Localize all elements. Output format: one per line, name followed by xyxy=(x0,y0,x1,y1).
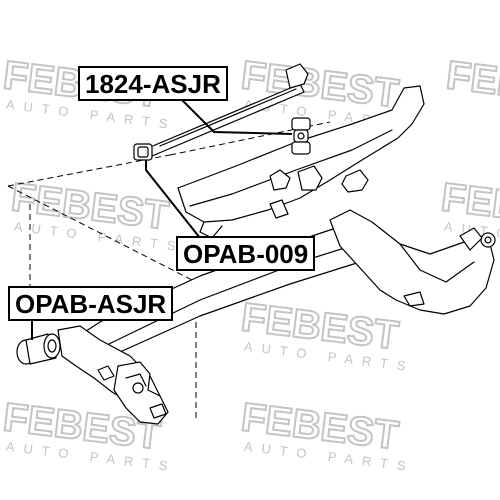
part-label-1824-asjr: 1824-ASJR xyxy=(78,66,228,101)
leader-line-opab-009 xyxy=(145,160,201,239)
left-knuckle-detail xyxy=(97,365,115,381)
upper-bracket xyxy=(285,63,309,89)
part-label-opab-009: OPAB-009 xyxy=(176,236,316,271)
left-hub xyxy=(132,382,144,394)
dashed-guide-line xyxy=(169,121,331,156)
subframe-mount xyxy=(341,169,369,193)
bushing-1824-asjr xyxy=(291,117,311,155)
watermark-febest-logo: FEBEST AUTO PARTS xyxy=(8,174,185,254)
lateral-link-rod-detail xyxy=(159,88,297,147)
watermark-febest-logo: FEBEST AUTO PARTS xyxy=(238,394,415,474)
subframe-mount xyxy=(269,169,291,191)
subframe-bracket xyxy=(269,199,289,219)
dashed-guide-line xyxy=(7,185,197,283)
leader-line-1824-asjr xyxy=(179,97,293,135)
left-knuckle-detail xyxy=(149,403,167,419)
bushing-opab-asjr xyxy=(16,333,61,365)
subframe-crossmember-edge xyxy=(199,221,223,239)
right-hub-inner xyxy=(484,236,492,244)
right-trailing-arm xyxy=(329,209,495,315)
torsion-beam-edge xyxy=(83,239,371,357)
watermark-febest-logo: FEBEST AUTO PARTS xyxy=(238,294,415,374)
right-trailing-arm-edge xyxy=(399,243,475,283)
left-knuckle-edge xyxy=(125,373,147,387)
bushing-opab-009 xyxy=(133,143,153,161)
right-trailing-arm-detail xyxy=(459,227,483,251)
rear-suspension-drawing xyxy=(16,63,496,425)
dashed-guide-line xyxy=(7,154,171,187)
svg-text:FEBEST: FEBEST xyxy=(444,53,500,116)
subframe-mount xyxy=(297,165,323,191)
right-trailing-arm-detail xyxy=(403,291,425,307)
part-label-opab-asjr: OPAB-ASJR xyxy=(8,286,174,321)
subframe-crossmember-edge xyxy=(189,129,393,207)
watermark-febest-logo: FEBEST xyxy=(443,52,500,117)
